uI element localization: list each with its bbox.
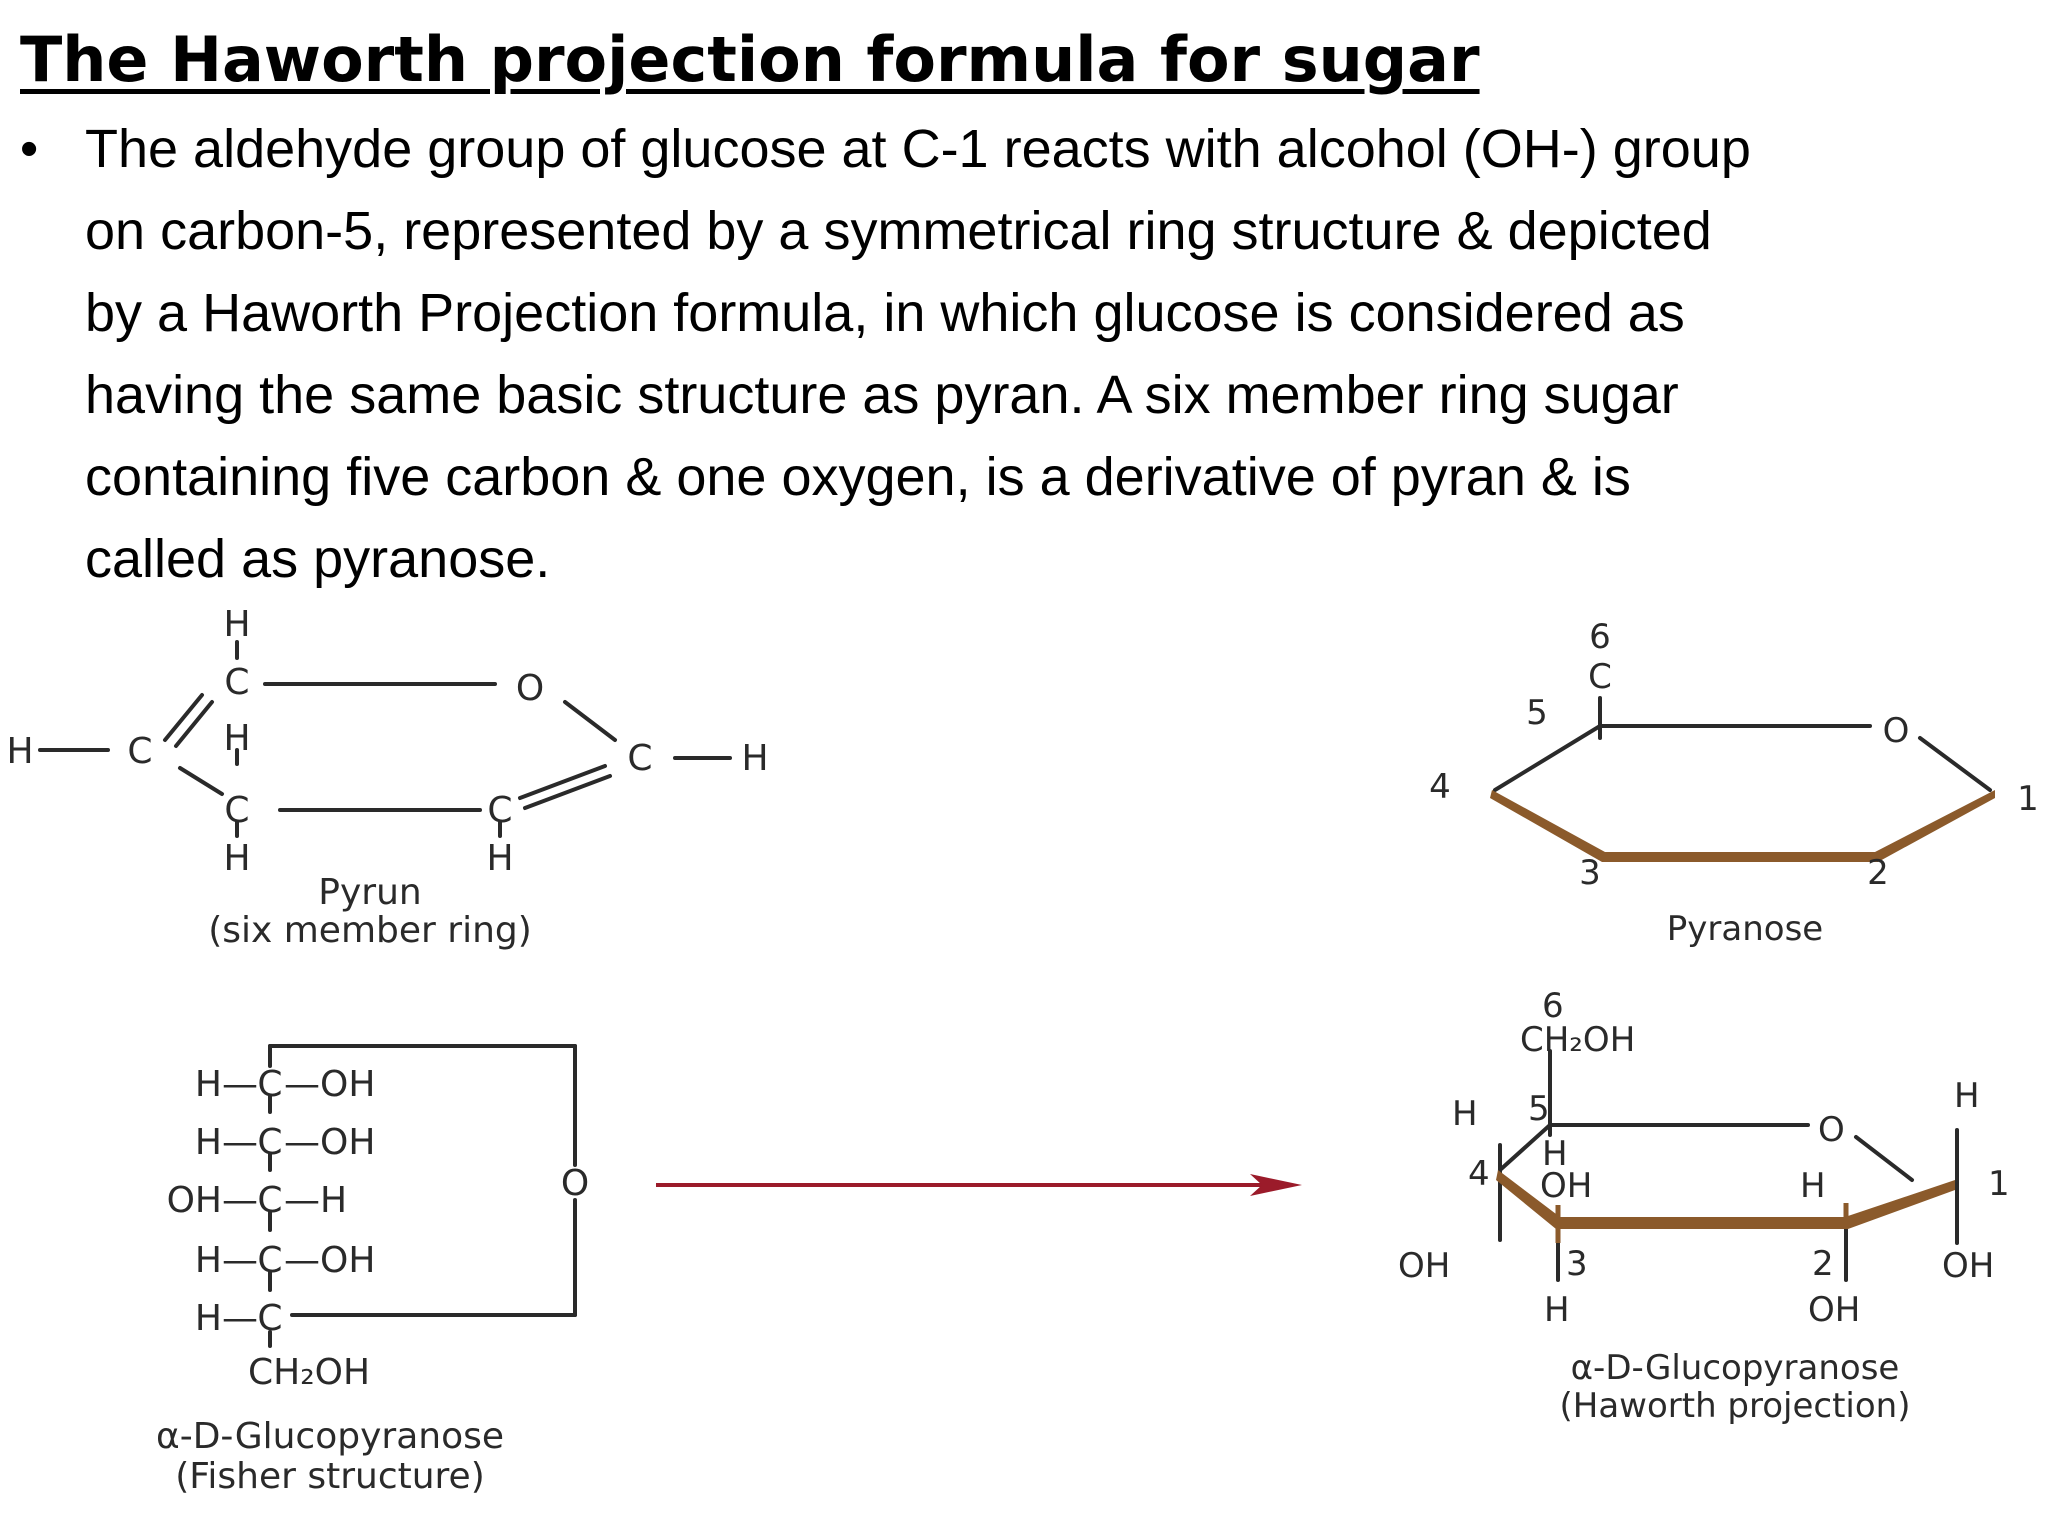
bullet-point: • The aldehyde group of glucose at C-1 r… bbox=[20, 108, 2030, 600]
haworth-caption-name: α-D-Glucopyranose bbox=[1571, 1348, 1900, 1388]
pyran-atom-c-bottom-right: C bbox=[487, 790, 512, 831]
fisher-caption-name: α-D-Glucopyranose bbox=[156, 1416, 504, 1457]
haworth-num-2: 2 bbox=[1812, 1244, 1834, 1284]
arrow-head-icon bbox=[1250, 1174, 1302, 1196]
pyran-caption-name: Pyrun bbox=[318, 872, 421, 913]
haworth-ring-oxygen: O bbox=[1818, 1110, 1845, 1150]
fisher-row-3-right: —H bbox=[284, 1180, 347, 1221]
fisher-row-5-left: H— bbox=[195, 1298, 258, 1339]
haworth-num-5: 5 bbox=[1528, 1089, 1550, 1129]
fisher-row-3-left: OH— bbox=[167, 1180, 258, 1221]
bullet-line: on carbon-5, represented by a symmetrica… bbox=[85, 201, 1712, 261]
pyranose-num-6: 6 bbox=[1589, 620, 1611, 657]
pyran-atom-h-right: H bbox=[741, 738, 768, 779]
pyranose-num-3: 3 bbox=[1579, 853, 1601, 893]
bullet-line: The aldehyde group of glucose at C-1 rea… bbox=[85, 119, 1751, 179]
pyran-h-top: C bbox=[0, 610, 1, 611]
haworth-ch2oh: CH₂OH bbox=[1520, 1020, 1635, 1060]
haworth-ring-front-edge bbox=[1496, 1170, 1955, 1229]
bullet-text: The aldehyde group of glucose at C-1 rea… bbox=[85, 108, 2030, 600]
pyran-diagram: C H C O H C H C H C C H H Pyrun (six mem… bbox=[0, 610, 769, 950]
fisher-row-4-center: C bbox=[257, 1240, 282, 1281]
haworth-oh-c1: OH bbox=[1942, 1246, 1994, 1286]
bullet-line: having the same basic structure as pyran… bbox=[85, 365, 1679, 425]
pyran-atom-o: O bbox=[516, 668, 544, 709]
haworth-num-4: 4 bbox=[1468, 1154, 1490, 1194]
fisher-diagram: H— C —OH H— C —OH OH— C —H H— C —OH H— C… bbox=[156, 1044, 589, 1497]
fisher-row-1-right: —OH bbox=[284, 1064, 375, 1105]
fisher-row-4-left: H— bbox=[195, 1240, 258, 1281]
haworth-num-3: 3 bbox=[1566, 1244, 1588, 1284]
pyran-atom-h-bottom-left: H bbox=[223, 838, 250, 879]
fisher-row-2-center: C bbox=[257, 1122, 282, 1163]
fisher-bottom-ch2oh: CH₂OH bbox=[248, 1352, 370, 1393]
pyranose-num-2: 2 bbox=[1867, 853, 1889, 893]
haworth-oh-c3-top: OH bbox=[1540, 1166, 1592, 1206]
bullet-line: called as pyranose. bbox=[85, 529, 551, 589]
fisher-row-1-center: C bbox=[257, 1064, 282, 1105]
slide-title: The Haworth projection formula for sugar bbox=[20, 23, 1480, 96]
pyran-atom-h-bottom-right: H bbox=[486, 838, 513, 879]
pyran-atom-c-left: C bbox=[127, 731, 152, 772]
haworth-caption-desc: (Haworth projection) bbox=[1559, 1386, 1910, 1426]
pyran-atom-h-left: H bbox=[6, 731, 33, 772]
haworth-h-c3-bottom: H bbox=[1544, 1290, 1570, 1330]
pyran-atom-c-bottom-left: C bbox=[224, 790, 249, 831]
pyranose-ring-front-edge bbox=[1490, 790, 1995, 862]
fisher-row-3-center: C bbox=[257, 1180, 282, 1221]
fisher-row-1-left: H— bbox=[195, 1064, 258, 1105]
pyran-caption-desc: (six member ring) bbox=[208, 910, 532, 950]
pyran-atom-h-top: H bbox=[223, 610, 250, 645]
pyranose-caption: Pyranose bbox=[1667, 909, 1823, 949]
pyranose-num-1: 1 bbox=[2017, 779, 2039, 819]
fisher-row-4-right: —OH bbox=[284, 1240, 375, 1281]
fisher-row-2-right: —OH bbox=[284, 1122, 375, 1163]
pyranose-num-5: 5 bbox=[1526, 693, 1548, 733]
haworth-oh-c2-bottom: OH bbox=[1808, 1290, 1860, 1330]
haworth-diagram: 6 CH₂OH H 5 O H 4 H OH H 1 OH 3 2 OH H O… bbox=[1398, 986, 2010, 1426]
haworth-oh-c4: OH bbox=[1398, 1246, 1450, 1286]
haworth-h-c3-top: H bbox=[1542, 1134, 1568, 1174]
fisher-row-2-left: H— bbox=[195, 1122, 258, 1163]
haworth-h-c5: H bbox=[1452, 1094, 1478, 1134]
bullet-line: by a Haworth Projection formula, in whic… bbox=[85, 283, 1685, 343]
bullet-dot-icon: • bbox=[20, 120, 39, 178]
fisher-caption-desc: (Fisher structure) bbox=[175, 1456, 485, 1497]
haworth-h-c2-top: H bbox=[1800, 1166, 1826, 1206]
pyranose-num-4: 4 bbox=[1429, 767, 1451, 807]
haworth-num-1: 1 bbox=[1988, 1164, 2010, 1204]
pyranose-atom-c6: C bbox=[1588, 657, 1612, 697]
bullet-line: containing five carbon & one oxygen, is … bbox=[85, 447, 1631, 507]
fisher-row-5-center: C bbox=[257, 1298, 282, 1339]
conversion-arrow bbox=[656, 1174, 1302, 1196]
haworth-h-c1-top: H bbox=[1954, 1076, 1980, 1116]
haworth-num-6: 6 bbox=[1542, 986, 1564, 1026]
pyran-atom-c-top: C bbox=[224, 662, 249, 703]
fisher-ring-oxygen: O bbox=[561, 1163, 589, 1204]
pyran-atom-h-mid: H bbox=[223, 718, 250, 759]
pyranose-diagram: 6 C 5 O 4 1 3 2 Pyranose bbox=[1429, 620, 2039, 949]
pyranose-atom-o: O bbox=[1883, 711, 1910, 751]
pyran-atom-c-right: C bbox=[627, 738, 652, 779]
